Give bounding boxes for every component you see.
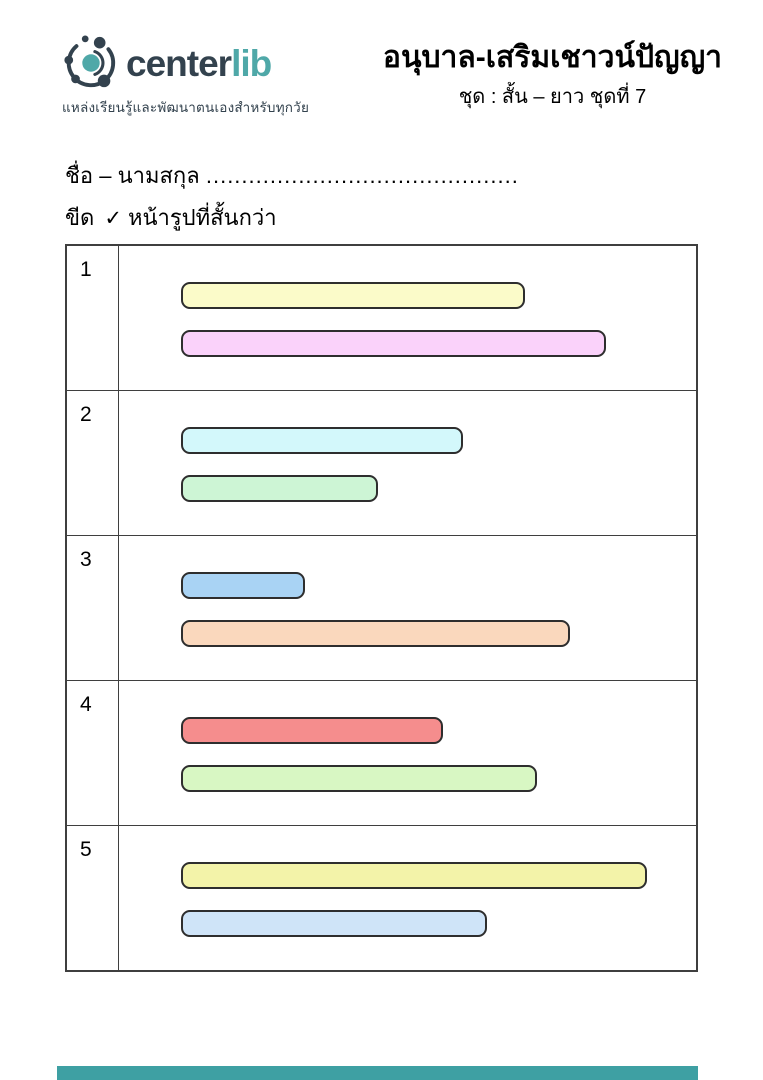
instruction-prefix: ขีด — [65, 205, 95, 230]
page-subtitle: ชุด : สั้น – ยาว ชุดที่ 7 — [458, 86, 647, 108]
row-bars-cell — [119, 536, 696, 680]
length-bar[interactable] — [181, 620, 570, 647]
length-bar[interactable] — [181, 862, 647, 889]
length-bar[interactable] — [181, 475, 378, 502]
row-number: 5 — [67, 826, 119, 970]
title-block: อนุบาล-เสริมเชาวน์ปัญญา ชุด : สั้น – ยาว… — [383, 40, 722, 112]
row-bars-cell — [119, 246, 696, 390]
worksheet-row: 3 — [67, 535, 696, 680]
row-number: 3 — [67, 536, 119, 680]
logo: centerlib แหล่งเรียนรู้และพัฒนาตนเองสำหร… — [62, 34, 309, 118]
length-bar[interactable] — [181, 717, 443, 744]
footer-accent-bar — [57, 1066, 698, 1080]
instruction-suffix: หน้ารูปที่สั้นกว่า — [127, 205, 277, 230]
worksheet-row: 4 — [67, 680, 696, 825]
centerlib-logo-icon — [62, 34, 120, 92]
length-bar[interactable] — [181, 282, 525, 309]
row-bars-cell — [119, 391, 696, 535]
worksheet-row: 1 — [67, 246, 696, 390]
brand-tagline: แหล่งเรียนรู้และพัฒนาตนเองสำหรับทุกวัย — [62, 100, 310, 115]
page-title: อนุบาล-เสริมเชาวน์ปัญญา — [382, 41, 722, 74]
row-bars-cell — [119, 826, 696, 970]
instruction-line: ขีด ✓หน้ารูปที่สั้นกว่า — [65, 200, 277, 235]
row-number: 2 — [67, 391, 119, 535]
name-label: ชื่อ – นามสกุล — [65, 163, 200, 188]
length-bar[interactable] — [181, 910, 487, 937]
length-bar[interactable] — [181, 427, 463, 454]
brand-name-secondary: lib — [231, 42, 272, 84]
brand-wordmark: centerlib — [126, 42, 272, 84]
name-fill-line[interactable]: ........................................… — [205, 163, 519, 188]
checkmark-icon: ✓ — [104, 207, 122, 230]
worksheet-row: 2 — [67, 390, 696, 535]
length-bar[interactable] — [181, 765, 537, 792]
name-line: ชื่อ – นามสกุล .........................… — [65, 158, 519, 193]
brand-name-primary: center — [126, 42, 232, 84]
row-bars-cell — [119, 681, 696, 825]
length-bar[interactable] — [181, 572, 305, 599]
row-number: 1 — [67, 246, 119, 390]
row-number: 4 — [67, 681, 119, 825]
worksheet-row: 5 — [67, 825, 696, 970]
length-bar[interactable] — [181, 330, 606, 357]
